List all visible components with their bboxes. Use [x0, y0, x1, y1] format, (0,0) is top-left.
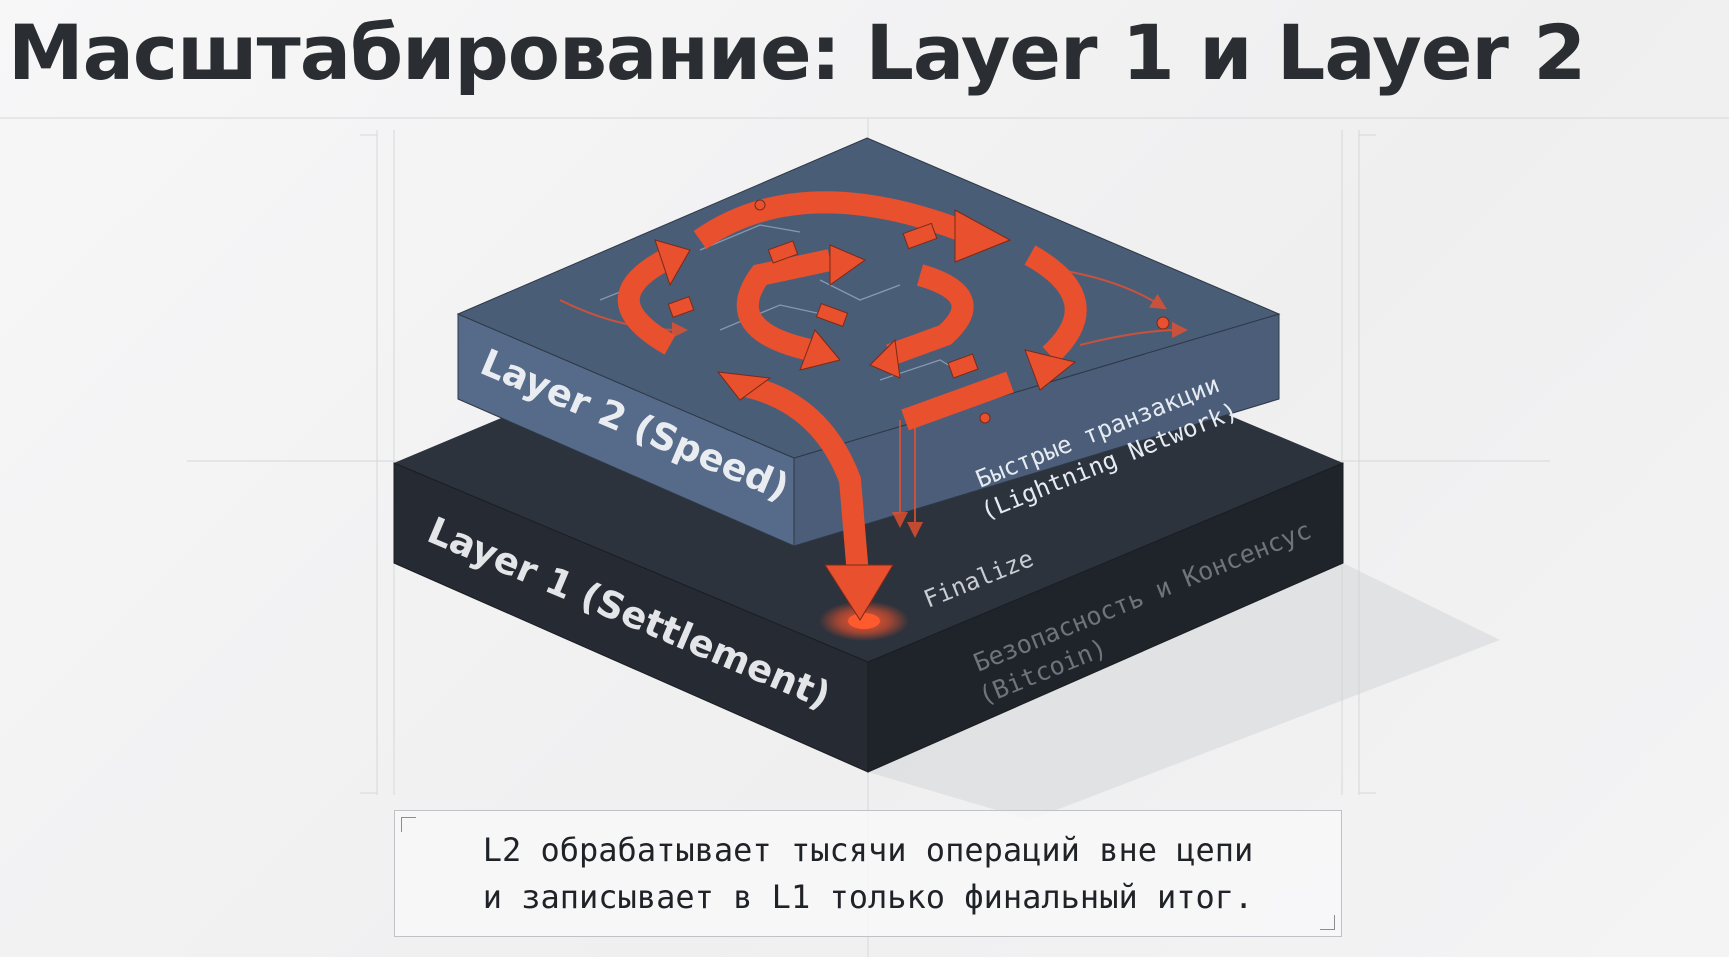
transaction-nodes	[667, 199, 1170, 424]
finalize-arrow	[737, 374, 869, 576]
l2-bar	[901, 371, 1014, 431]
caption-box: L2 обрабатывает тысячи операций вне цепи…	[394, 810, 1342, 937]
outer-loop-arrow-right	[1024, 245, 1087, 364]
diagram-shadow	[868, 563, 1500, 820]
inner-loop-arrow-1	[736, 249, 833, 361]
corner-mark	[401, 817, 416, 832]
layer-2-top-face	[456, 137, 1281, 459]
arrow-heads	[654, 209, 1077, 621]
outer-loop-arrow-top	[693, 191, 964, 250]
corner-mark	[1320, 915, 1335, 930]
transaction-arrows	[617, 191, 1087, 576]
caption-line-1: L2 обрабатывает тысячи операций вне цепи	[482, 830, 1254, 869]
outer-loop-arrow-left	[617, 250, 676, 355]
caption-line-2: и записывает в L1 только финальный итог.	[482, 877, 1254, 916]
page-title: Масштабирование: Layer 1 и Layer 2	[8, 8, 1586, 97]
inner-loop-arrow-2	[886, 264, 974, 366]
layer-1-right-face	[867, 462, 1344, 773]
settlement-point	[848, 613, 880, 629]
